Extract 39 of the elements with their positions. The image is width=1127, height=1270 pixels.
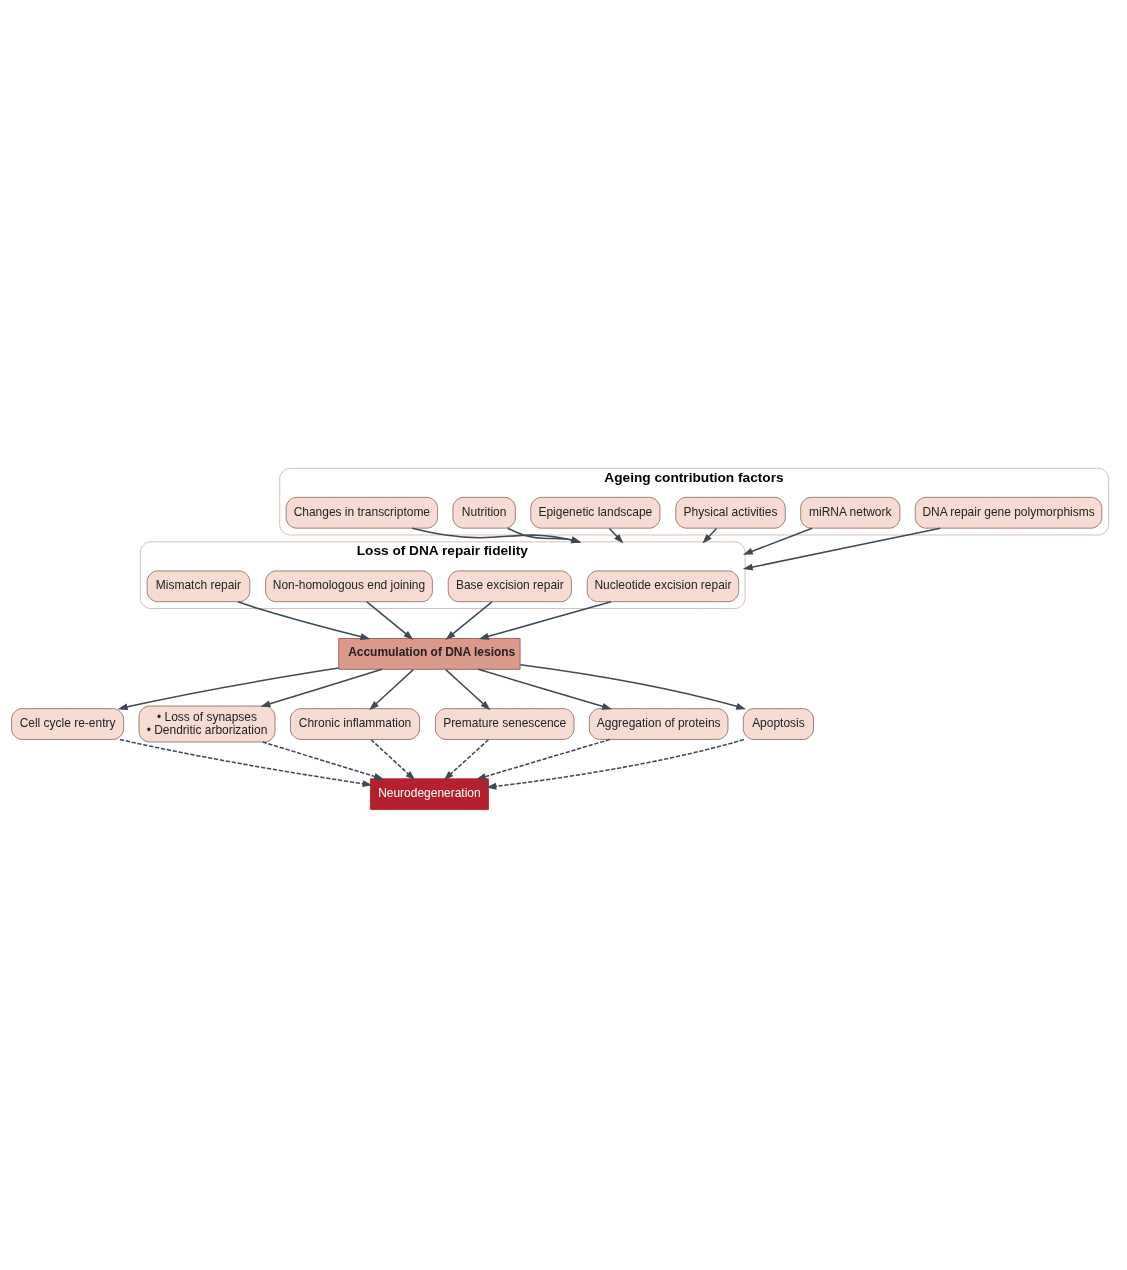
node-box: Premature senescence (434, 707, 575, 740)
arrow (519, 663, 747, 710)
node-box: Chronic inflammation (290, 707, 420, 740)
node-box: Non-homologous end joining (265, 570, 433, 602)
arrow (119, 738, 373, 787)
arrow (260, 668, 383, 707)
node-box: Apoptosis (742, 707, 814, 740)
node-box: Physical activities (675, 496, 786, 529)
node-box: Nutrition (452, 496, 516, 529)
arrow (478, 600, 612, 640)
arrow (742, 526, 813, 555)
node-box: Cell cycle re-entry (11, 707, 125, 740)
arrow (477, 668, 613, 710)
arrow (445, 600, 493, 640)
arrow (444, 668, 491, 710)
node-box: Changes in transcriptome (285, 496, 438, 529)
node-box: Aggregation of proteins (588, 707, 729, 740)
arrow (369, 668, 415, 710)
arrow (443, 738, 490, 780)
arrow (117, 666, 340, 710)
arrow (237, 600, 371, 640)
node-box: miRNA network (800, 496, 901, 529)
node-box: Neurodegeneration (369, 777, 489, 810)
node-box: Base excision repair (447, 570, 572, 602)
arrow (486, 738, 745, 790)
arrow (370, 738, 416, 780)
arrow (262, 740, 385, 780)
arrow (506, 526, 582, 543)
arrow (742, 526, 941, 570)
arrow (366, 600, 414, 640)
node-box: Accumulation of DNA lesions (338, 637, 521, 670)
arrow (476, 738, 611, 780)
arrow (411, 526, 582, 543)
arrow (702, 527, 718, 544)
node-box: DNA repair gene polymorphisms (914, 496, 1103, 529)
node-box: Mismatch repair (146, 570, 251, 602)
node-box: • Loss of synapses • Dendritic arborization (138, 705, 276, 742)
node-box: Nucleotide excision repair (586, 570, 740, 602)
node-box: Epigenetic landscape (530, 496, 661, 529)
